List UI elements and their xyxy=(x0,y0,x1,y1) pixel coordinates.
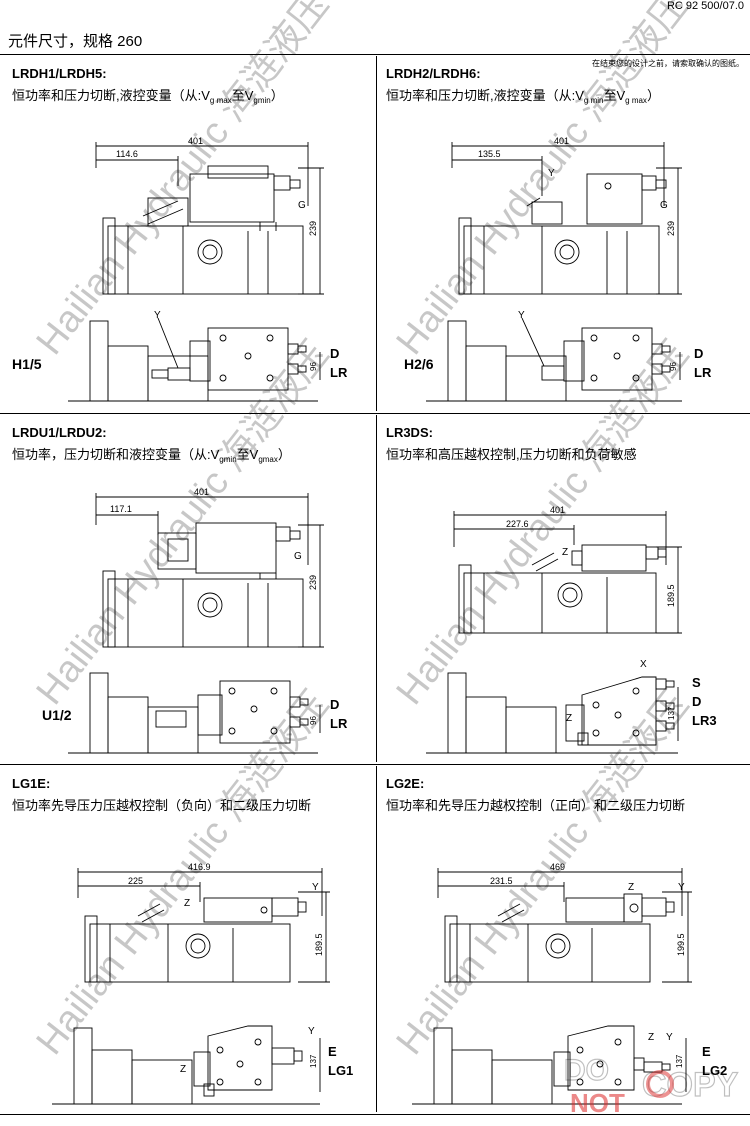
dim-width: 401 xyxy=(554,136,569,146)
port-label: Y xyxy=(518,310,525,321)
row-divider xyxy=(0,413,750,414)
variant-label: H1/5 xyxy=(12,356,42,372)
bottom-rule xyxy=(0,1114,750,1115)
port-label: Y xyxy=(154,310,161,321)
pump-dimension-drawing: 401 227.6 189.5 Z X Z 137 xyxy=(426,505,682,754)
section-id: LG1E: xyxy=(12,776,51,791)
dim-height: 239 xyxy=(666,221,676,236)
dim-height: 239 xyxy=(308,575,318,590)
pump-dimension-drawing: 416.9 225 189.5 Z Y Z Y 137 xyxy=(52,862,330,1105)
dim-height-small: 96 xyxy=(309,716,318,725)
dim-offset: 114.6 xyxy=(116,149,138,159)
column-divider xyxy=(376,56,377,411)
row-divider xyxy=(0,764,750,765)
port-label: Z xyxy=(180,1064,186,1075)
section-description: 恒功率和先导压力越权控制（正向）和二级压力切断 xyxy=(386,798,686,813)
section-description: 恒功率先导压力压越权控制（负向）和二级压力切断 xyxy=(12,798,312,813)
port-label: G xyxy=(294,551,302,562)
pump-dimension-drawing: 401 114.6 239 G Y 96 xyxy=(68,136,324,402)
port-label: Y xyxy=(666,1032,673,1043)
dim-width: 401 xyxy=(550,505,565,515)
column-divider xyxy=(376,766,377,1112)
dim-height: 189.5 xyxy=(666,584,676,607)
section-description: 恒功率和压力切断,液控变量（从:Vg max至Vgmin） xyxy=(12,88,284,105)
dim-height-small: 96 xyxy=(669,362,678,371)
port-label: X xyxy=(640,659,647,670)
dim-height-small: 96 xyxy=(309,362,318,371)
page-title: 元件尺寸，规格 260 xyxy=(8,33,143,50)
dim-offset: 135.5 xyxy=(478,149,501,159)
port-label: Z xyxy=(628,882,634,893)
port-label: Z xyxy=(566,713,572,724)
port-label: Y xyxy=(308,1026,315,1037)
section-lr3ds: LR3DS: 恒功率和高压越权控制,压力切断和负荷敏感 401 227.6 18… xyxy=(382,415,750,775)
section-id: LRDH2/LRDH6: xyxy=(386,66,481,81)
pump-dimension-drawing: 401 117.1 239 G 96 xyxy=(68,487,324,754)
section-lg1e: LG1E: 恒功率先导压力压越权控制（负向）和二级压力切断 416.9 225 … xyxy=(8,766,378,1126)
dim-offset: 227.6 xyxy=(506,519,529,529)
section-description: 恒功率和压力切断,液控变量（从:Vg min至Vg max） xyxy=(386,88,660,105)
port-label: G xyxy=(298,200,306,211)
port-label: Z xyxy=(184,898,190,909)
port-label: Z xyxy=(648,1032,654,1043)
section-id: LG2E: xyxy=(386,776,425,791)
dim-width: 469 xyxy=(550,862,565,872)
header-rule xyxy=(0,54,750,55)
pump-dimension-drawing: 469 231.5 199.5 Z Y Z Y 137 xyxy=(412,862,692,1105)
dim-height: 199.5 xyxy=(676,933,686,956)
dim-height: 189.5 xyxy=(314,933,324,956)
port-label: G xyxy=(660,200,668,211)
section-lrdu1-lrdu2: LRDU1/LRDU2: 恒功率，压力切断和液控变量（从:Vgmin至Vgmax… xyxy=(8,415,378,775)
drawing-confirmation-note: 在结束您的设计之前，请索取确认的图纸。 xyxy=(592,59,744,68)
section-id: LR3DS: xyxy=(386,425,433,440)
port-label: Y xyxy=(678,882,685,893)
document-code: RC 92 500/07.0 xyxy=(666,0,744,12)
pump-dimension-drawing: 401 135.5 239 Y G Y 96 xyxy=(426,136,682,402)
section-lrdh1-lrdh5: LRDH1/LRDH5: 恒功率和压力切断,液控变量（从:Vg max至Vgmi… xyxy=(8,56,378,416)
variant-label: U1/2 xyxy=(42,707,72,723)
dim-offset: 117.1 xyxy=(110,504,132,514)
dim-width: 401 xyxy=(188,136,203,146)
dim-height-small: 137 xyxy=(309,1054,318,1068)
section-description: 恒功率，压力切断和液控变量（从:Vgmin至Vgmax） xyxy=(12,447,291,464)
section-lrdh2-lrdh6: LRDH2/LRDH6: 恒功率和压力切断,液控变量（从:Vg min至Vg m… xyxy=(382,56,750,416)
variant-label: H2/6 xyxy=(404,356,434,372)
dim-height-small: 137 xyxy=(675,1054,684,1068)
section-lg2e: LG2E: 恒功率和先导压力越权控制（正向）和二级压力切断 469 231.5 … xyxy=(382,766,750,1126)
column-divider xyxy=(376,415,377,762)
section-description: 恒功率和高压越权控制,压力切断和负荷敏感 xyxy=(386,447,637,462)
section-id: LRDU1/LRDU2: xyxy=(12,425,107,440)
dim-height-small: 137 xyxy=(667,706,676,720)
dim-offset: 231.5 xyxy=(490,876,513,886)
section-id: LRDH1/LRDH5: xyxy=(12,66,107,81)
dim-height: 239 xyxy=(308,221,318,236)
dim-width: 416.9 xyxy=(188,862,211,872)
port-label: Z xyxy=(562,547,568,558)
port-label: Y xyxy=(312,882,319,893)
dim-offset: 225 xyxy=(128,876,143,886)
port-label: Y xyxy=(548,168,555,179)
dim-width: 401 xyxy=(194,487,209,497)
